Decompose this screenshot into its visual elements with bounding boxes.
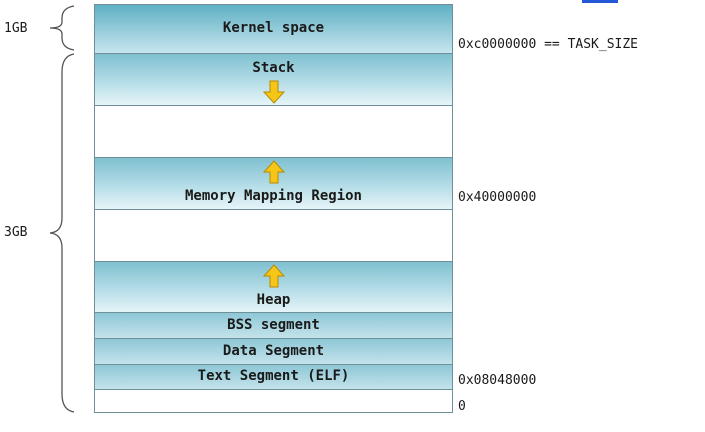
- data-segment: Data Segment: [95, 339, 452, 365]
- mmap-gap: [95, 210, 452, 262]
- text-label: Text Segment (ELF): [197, 368, 350, 384]
- memory-layout-diagram: Kernel space Stack Memory Mapping Region…: [94, 4, 453, 413]
- kernel-size-label: 1GB: [4, 21, 28, 36]
- up-arrow-icon: [262, 160, 285, 184]
- heap-segment: Heap: [95, 262, 452, 313]
- zero-address: 0: [458, 399, 466, 414]
- kernel-space-label: Kernel space: [222, 20, 325, 36]
- text-base-address: 0x08048000: [458, 373, 537, 388]
- down-arrow-icon: [262, 80, 285, 104]
- data-label: Data Segment: [222, 343, 325, 359]
- kernel-brace: [49, 5, 75, 51]
- stack-gap: [95, 106, 452, 158]
- kernel-space-segment: Kernel space: [95, 5, 452, 54]
- text-segment: Text Segment (ELF): [95, 365, 452, 390]
- up-arrow-icon: [262, 264, 285, 288]
- reserved-segment: [95, 390, 452, 412]
- task-size-address: 0xc0000000 == TASK_SIZE: [458, 37, 639, 52]
- stack-segment: Stack: [95, 54, 452, 106]
- mmap-segment: Memory Mapping Region: [95, 158, 452, 210]
- bss-segment: BSS segment: [95, 313, 452, 339]
- mmap-base-address: 0x40000000: [458, 190, 537, 205]
- heap-label: Heap: [256, 292, 291, 308]
- user-brace: [49, 53, 75, 413]
- user-size-label: 3GB: [4, 225, 28, 240]
- bss-label: BSS segment: [227, 317, 320, 333]
- stack-label: Stack: [252, 60, 295, 76]
- link-underline[interactable]: [582, 0, 618, 3]
- mmap-label: Memory Mapping Region: [184, 188, 362, 204]
